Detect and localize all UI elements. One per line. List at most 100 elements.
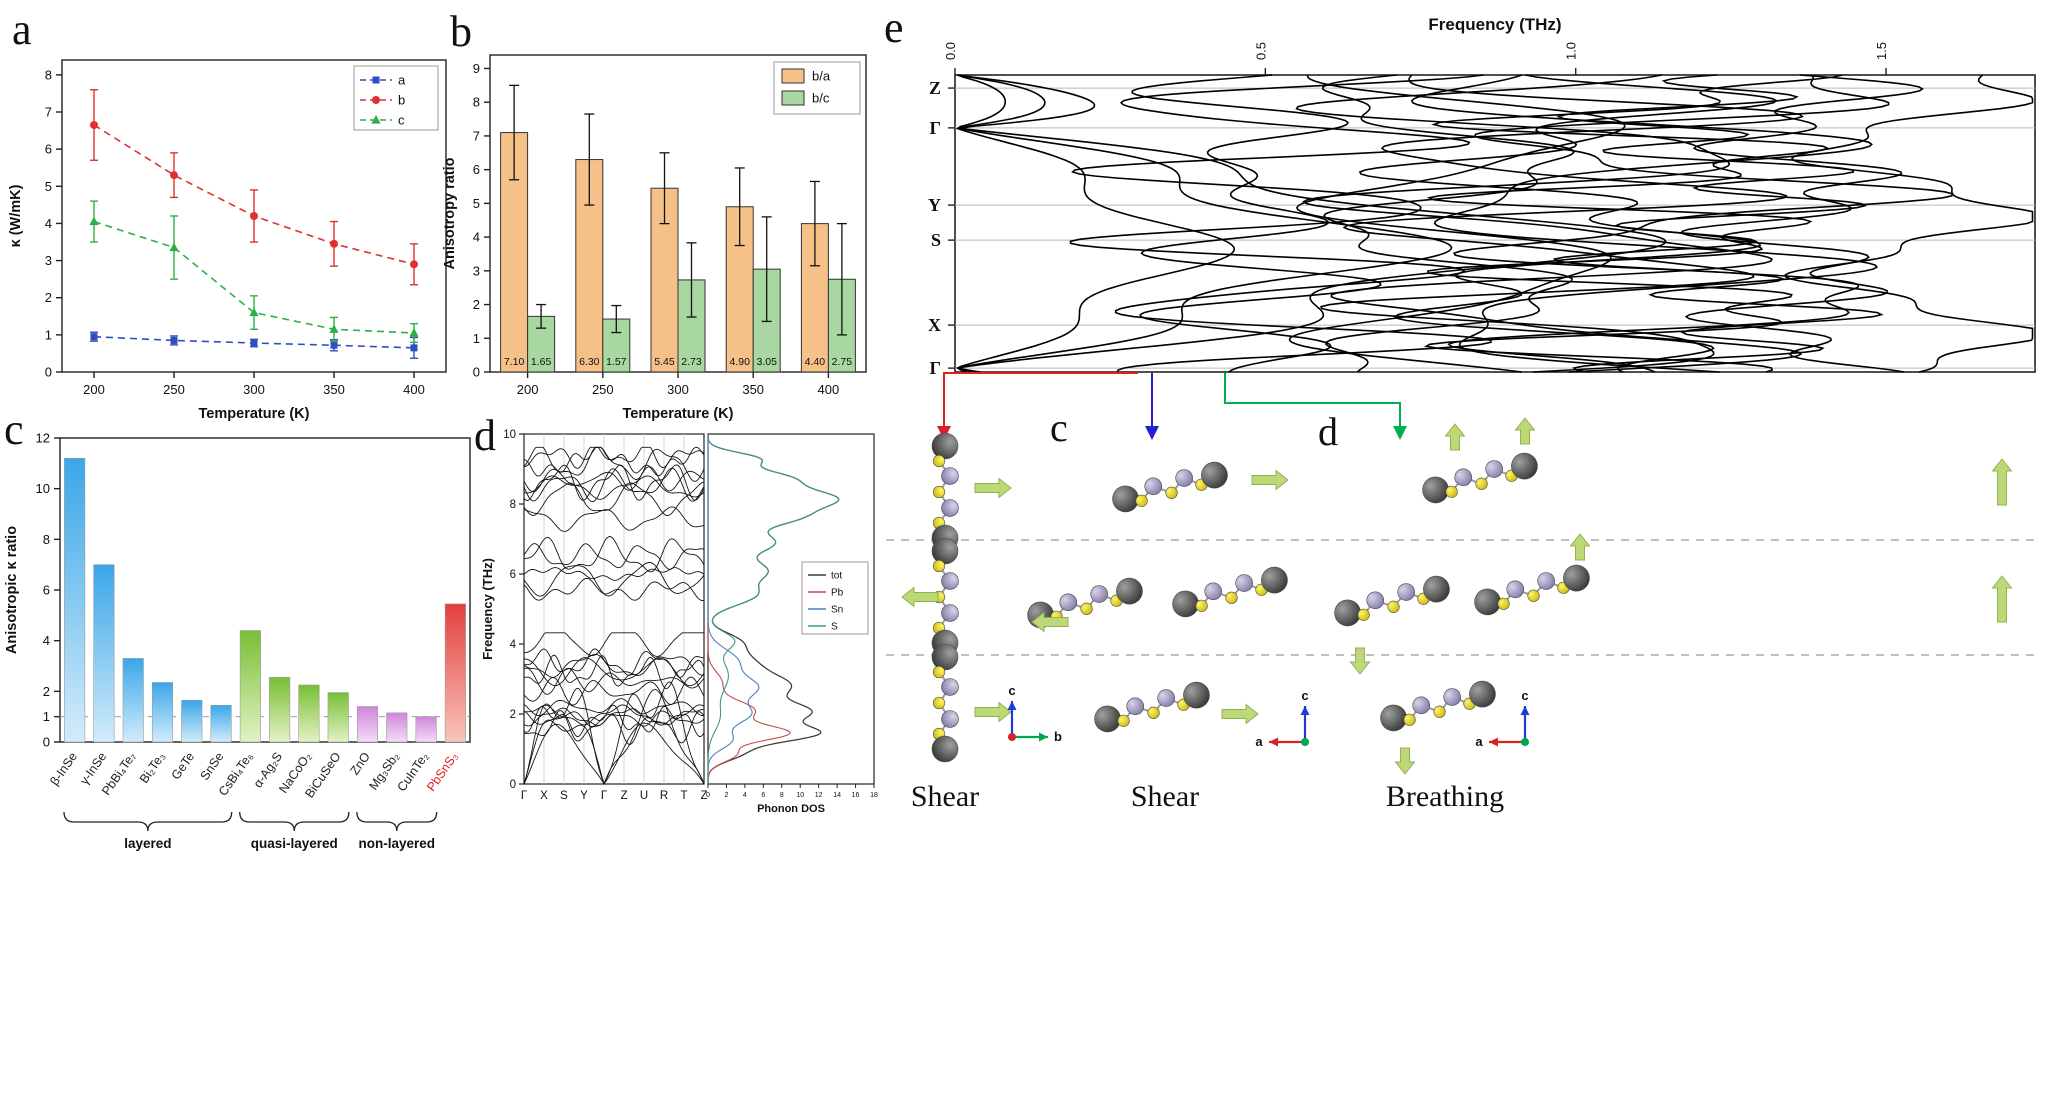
group-brace — [356, 811, 438, 832]
axis-letter: a — [1255, 734, 1263, 749]
atom-Sn — [1537, 572, 1555, 590]
atom-Sn — [1397, 583, 1415, 601]
atom-S — [1527, 589, 1540, 602]
y-tick-label: 5 — [45, 179, 52, 194]
y-tick-label: 7 — [473, 128, 480, 143]
atom-Pb — [1183, 681, 1210, 709]
bar-value-label: 4.90 — [729, 356, 750, 368]
connector-green-arrowhead — [1393, 426, 1407, 440]
dos-tick-label: 14 — [833, 792, 841, 799]
atom-S — [932, 454, 946, 468]
legend-label: Pb — [831, 588, 844, 599]
crystal-chain-unit — [1422, 452, 1538, 504]
kpoint-label: T — [680, 790, 687, 802]
crystal-chain-unit — [1172, 566, 1288, 618]
y-tick-label: 4 — [45, 216, 52, 231]
y-tick-label: 4 — [43, 633, 50, 648]
atom-Sn — [1485, 460, 1503, 478]
panel-label-a: a — [12, 5, 32, 54]
dos-axis-title: Phonon DOS — [757, 803, 825, 815]
dos-tick-label: 2 — [724, 792, 728, 799]
y-axis-title: Anisotropic κ ratio — [4, 526, 20, 654]
kpoint-label: Y — [580, 790, 588, 802]
axis-letter: c — [1008, 683, 1015, 698]
bar-γ-InSe — [93, 564, 115, 743]
y-tick-label: 2 — [473, 297, 480, 312]
atom-S — [1403, 713, 1416, 726]
displacement-arrow — [974, 477, 1012, 499]
dos-tick-label: 8 — [780, 792, 784, 799]
atom-Pb — [931, 537, 959, 565]
phonon-branch — [523, 481, 705, 516]
bar-ZnO — [356, 706, 379, 743]
atom-S — [1445, 485, 1458, 498]
phonon-branch — [957, 74, 1453, 373]
panel-e-axes-frame — [954, 74, 2036, 373]
y-tick-label: 6 — [473, 162, 480, 177]
phonon-branch — [1552, 74, 1884, 373]
y-tick-label: 0 — [473, 365, 480, 380]
atom-Pb — [931, 643, 959, 671]
x-tick-label: 200 — [83, 382, 105, 397]
axis-origin-dot — [1521, 738, 1529, 746]
phonon-branch — [955, 74, 1236, 373]
crystal-chain-unit — [1334, 575, 1450, 627]
bar-value-label: 4.40 — [805, 356, 826, 368]
panel-c-axes-frame — [59, 437, 471, 743]
y-tick-label: 8 — [473, 95, 480, 110]
legend-label: tot — [831, 571, 842, 582]
y-tick-label: 10 — [503, 429, 516, 441]
y-tick-label: 2 — [45, 290, 52, 305]
atom-S — [932, 696, 946, 710]
bar-PbSnS₃ — [444, 603, 466, 743]
bar-Mg₃Sb₂ — [386, 712, 408, 743]
atom-Pb — [1334, 599, 1361, 627]
structure-sublabel-d: d — [1318, 409, 1338, 454]
phonon-branch — [1423, 74, 1843, 373]
kpoint-label: Z — [700, 790, 707, 802]
bar-CuInTe₂ — [415, 716, 437, 743]
atom-Sn — [941, 499, 959, 517]
atom-Sn — [1506, 580, 1525, 599]
legend-label: b — [398, 93, 405, 108]
atom-S — [932, 559, 946, 573]
kpoint-label: Z — [929, 78, 941, 98]
atom-Pb — [1423, 575, 1450, 603]
legend-label: Sn — [831, 605, 843, 616]
dos-tick-label: 12 — [815, 792, 823, 799]
y-tick-label: 3 — [45, 253, 52, 268]
dos-tick-label: 10 — [796, 792, 804, 799]
connector-blue-arrowhead — [1145, 426, 1159, 440]
phonon-branch — [523, 698, 705, 717]
phonon-branch — [523, 654, 705, 690]
atom-Pb — [1116, 577, 1143, 605]
legend-label: b/a — [812, 69, 831, 84]
y-tick-label: 9 — [473, 61, 480, 76]
atom-Sn — [1144, 477, 1163, 496]
atom-Pb — [1201, 461, 1228, 489]
phonon-branch — [523, 577, 705, 602]
atom-Sn — [1126, 697, 1145, 716]
atom-Pb — [1094, 705, 1121, 733]
crystal-chain-unit — [931, 643, 959, 763]
phonon-branch — [523, 676, 705, 706]
atom-S — [1357, 608, 1370, 621]
kpoint-label: Y — [928, 195, 941, 215]
atom-Sn — [941, 467, 959, 485]
bar-β-InSe — [64, 457, 86, 743]
kpoint-label: Z — [620, 790, 627, 802]
atom-S — [1080, 602, 1093, 615]
atom-S — [932, 485, 946, 499]
phonon-branch — [523, 446, 705, 477]
bar-value-label: 1.65 — [531, 356, 552, 368]
kpoint-label: X — [540, 790, 548, 802]
y-tick-label: 8 — [45, 67, 52, 82]
y-tick-label: 12 — [36, 431, 50, 446]
panel-label-c: c — [4, 405, 24, 454]
atom-Sn — [1412, 696, 1431, 715]
group-brace — [239, 811, 350, 832]
y-tick-label: 1 — [45, 327, 52, 342]
x-axis-title: Temperature (K) — [199, 406, 310, 422]
